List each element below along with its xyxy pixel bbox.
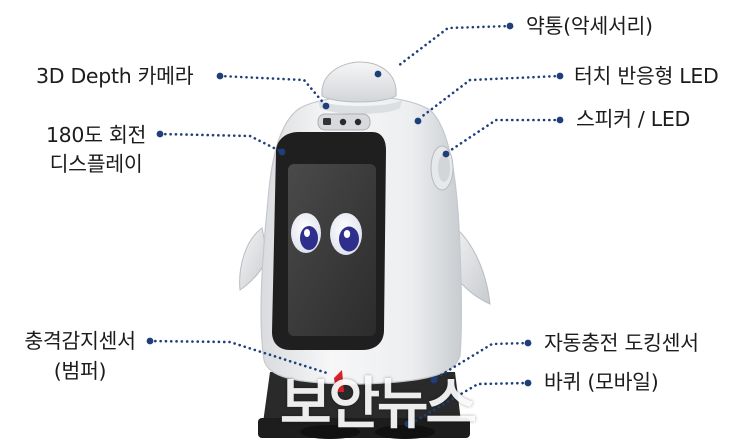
label-bumper-line2: (범퍼) [53,359,107,383]
label-speaker-led: 스피커 / LED [576,107,690,131]
label-docking-sensor: 자동충전 도킹센서 [544,331,699,355]
label-wheel: 바퀴 (모바일) [544,370,659,394]
label-touch-led: 터치 반응형 LED [574,64,719,88]
watermark-logo: 보안뉴스 [279,371,477,437]
robot-camera [317,113,371,131]
label-bumper-line1: 충격감지센서 [24,329,136,353]
label-display-line2: 디스플레이 [49,152,143,176]
label-bumper: 충격감지센서 (범퍼) [14,328,146,384]
robot-display [272,132,386,350]
label-medicine-box: 약통(악세서리) [526,14,653,38]
leader-dots [146,22,564,428]
label-display: 180도 회전 디스플레이 [38,122,154,177]
label-display-line1: 180도 회전 [45,123,147,147]
robot-base [258,372,470,439]
label-depth-camera: 3D Depth 카메라 [36,64,194,88]
bumper-marker [334,370,344,392]
leader-lines [148,24,562,426]
robot-head-cap [321,61,397,103]
